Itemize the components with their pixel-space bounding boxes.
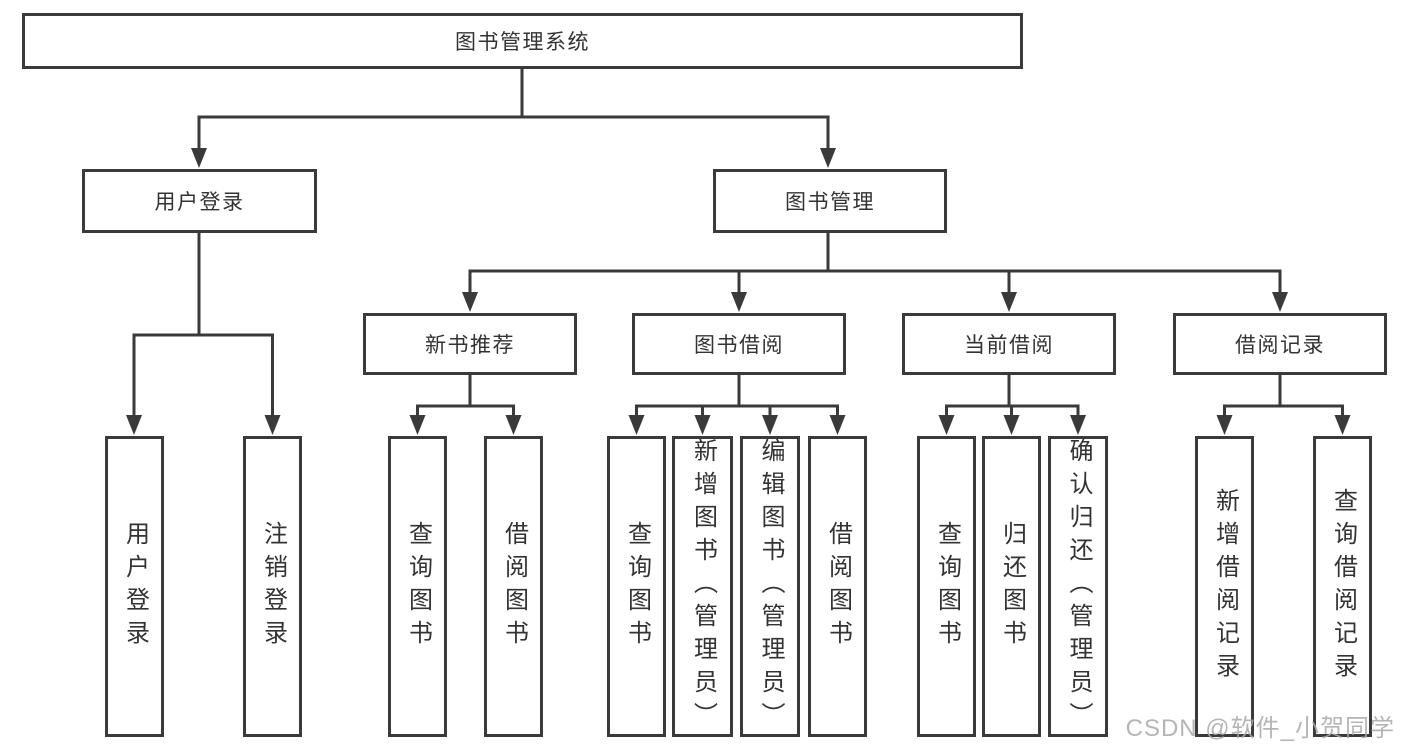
leaf-br-query-record: 查询借阅记录 bbox=[1313, 436, 1372, 737]
leaf-user-login: 用户登录 bbox=[105, 436, 164, 737]
leaf-cb-return-books: 归还图书 bbox=[982, 436, 1041, 737]
leaf-bb-query-books: 查询图书 bbox=[607, 436, 666, 737]
node-current-borrow: 当前借阅 bbox=[902, 313, 1116, 375]
leaf-nb-borrow-books-label: 借阅图书 bbox=[500, 520, 528, 653]
leaf-bb-edit-books-admin-label: 编辑图书（管理员） bbox=[757, 438, 784, 735]
leaf-bb-add-books-admin-label: 新增图书（管理员） bbox=[689, 438, 717, 735]
node-book-borrow: 图书借阅 bbox=[632, 313, 846, 375]
node-borrow-records: 借阅记录 bbox=[1173, 313, 1387, 375]
csdn-watermark: CSDN @软件_小贺同学 bbox=[1125, 715, 1395, 742]
node-root: 图书管理系统 bbox=[22, 13, 1023, 69]
node-current-borrow-label: 当前借阅 bbox=[964, 334, 1054, 357]
leaf-cb-return-books-label: 归还图书 bbox=[998, 520, 1026, 653]
leaf-cb-confirm-return-admin: 确认归还（管理员） bbox=[1048, 436, 1108, 737]
leaf-br-add-record: 新增借阅记录 bbox=[1195, 436, 1254, 737]
leaf-bb-borrow-books: 借阅图书 bbox=[808, 436, 867, 737]
node-book-borrow-label: 图书借阅 bbox=[694, 334, 784, 357]
leaf-logout-login-label: 注销登录 bbox=[259, 520, 287, 653]
leaf-br-query-record-label: 查询借阅记录 bbox=[1329, 487, 1357, 686]
node-root-label: 图书管理系统 bbox=[455, 31, 590, 54]
leaf-bb-borrow-books-label: 借阅图书 bbox=[824, 520, 852, 653]
node-book-management-label: 图书管理 bbox=[785, 191, 875, 214]
node-user-login: 用户登录 bbox=[82, 169, 317, 233]
node-new-book-recommend-label: 新书推荐 bbox=[425, 334, 515, 357]
leaf-nb-query-books-label: 查询图书 bbox=[404, 520, 432, 653]
leaf-cb-query-books: 查询图书 bbox=[917, 436, 976, 737]
node-borrow-records-label: 借阅记录 bbox=[1235, 334, 1325, 357]
leaf-bb-query-books-label: 查询图书 bbox=[623, 520, 651, 653]
leaf-nb-borrow-books: 借阅图书 bbox=[484, 436, 543, 737]
leaf-user-login-label: 用户登录 bbox=[121, 520, 149, 653]
leaf-bb-add-books-admin: 新增图书（管理员） bbox=[672, 436, 733, 737]
leaf-cb-confirm-return-admin-label: 确认归还（管理员） bbox=[1065, 438, 1092, 735]
node-book-management: 图书管理 bbox=[713, 169, 947, 233]
leaf-nb-query-books: 查询图书 bbox=[388, 436, 447, 737]
leaf-bb-edit-books-admin: 编辑图书（管理员） bbox=[740, 436, 800, 737]
leaf-br-add-record-label: 新增借阅记录 bbox=[1211, 487, 1239, 686]
node-new-book-recommend: 新书推荐 bbox=[363, 313, 577, 375]
leaf-logout-login: 注销登录 bbox=[243, 436, 302, 737]
node-user-login-label: 用户登录 bbox=[154, 191, 245, 214]
leaf-cb-query-books-label: 查询图书 bbox=[933, 520, 961, 653]
